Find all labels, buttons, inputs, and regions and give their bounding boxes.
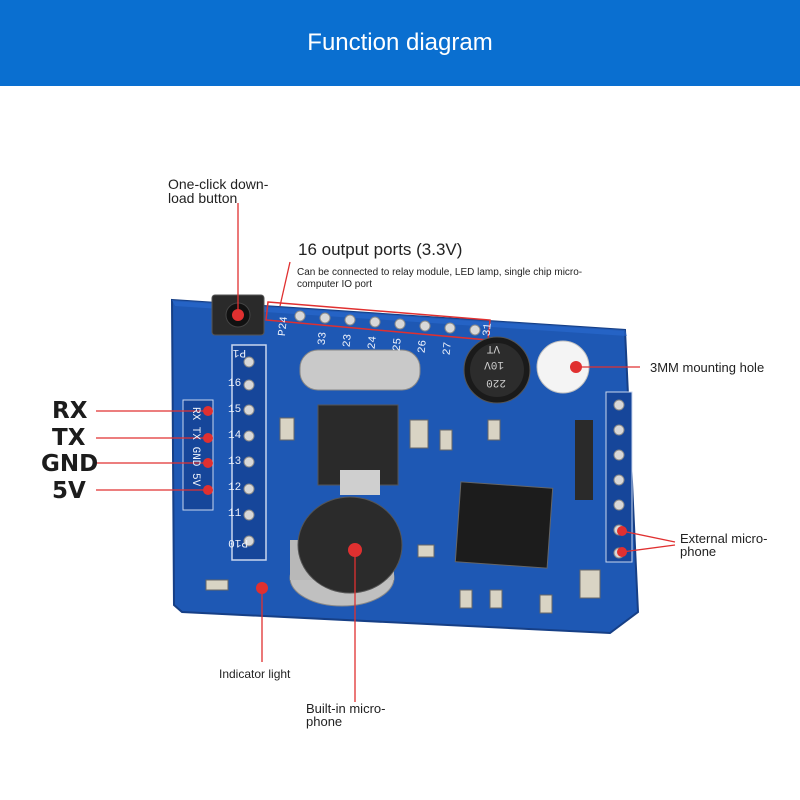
silk-p1: P1	[232, 346, 246, 358]
external-mic-marker-1	[617, 526, 627, 536]
builtin-mic-marker	[348, 543, 362, 557]
gnd-marker	[203, 458, 213, 468]
silk-header-16: 16	[228, 378, 241, 390]
crystal	[299, 349, 421, 391]
output-ports-title: 16 output ports (3.3V)	[298, 240, 463, 259]
external-mic-label-line1: External micro-	[680, 531, 768, 546]
mounting-hole-marker	[570, 361, 582, 373]
silk-header-12: 12	[228, 482, 241, 494]
cap-220: 220	[486, 376, 506, 388]
external-mic-label-line2: phone	[680, 544, 717, 559]
builtin-mic-label: Built-in micro- phone	[306, 702, 385, 728]
external-mic-marker-2	[617, 547, 627, 557]
silk-serial: RX TX GND 5V	[189, 407, 201, 487]
output-ports-desc: Can be connected to relay module, LED la…	[297, 267, 582, 291]
rx-marker	[203, 406, 213, 416]
silk-p10: P10	[228, 536, 248, 548]
silk-top-25: 25	[391, 338, 404, 352]
download-button-label-line2: load button	[168, 190, 238, 206]
tx-marker	[203, 433, 213, 443]
silk-header-11: 11	[228, 508, 242, 520]
external-mic-label: External micro- phone	[680, 532, 767, 558]
pin-label-gnd: GND	[41, 451, 99, 477]
5v-marker	[203, 485, 213, 495]
silk-top-24: 24	[366, 335, 379, 350]
pin-label-5v: 5V	[52, 478, 86, 504]
download-button-label: One-click down- load button	[168, 177, 268, 205]
download-button-label-line1: One-click down-	[168, 176, 269, 192]
download-button-marker	[232, 309, 244, 321]
silk-top-31: 31	[481, 322, 494, 337]
pin-header-left	[231, 344, 267, 561]
builtin-mic-label-line2: phone	[306, 714, 343, 729]
silk-header-15: 15	[228, 404, 241, 416]
silk-header-14: 14	[228, 430, 242, 442]
indicator-marker	[256, 582, 268, 594]
output-ports-desc-line2: computer IO port	[297, 279, 373, 290]
mounting-hole-label: 3MM mounting hole	[650, 360, 765, 375]
silk-top-23: 23	[341, 334, 354, 348]
silk-p24: P24	[277, 315, 291, 336]
silk-top-33: 33	[316, 332, 329, 346]
silk-top-27: 27	[441, 342, 454, 356]
silk-header-13: 13	[228, 456, 241, 468]
silk-top-26: 26	[416, 340, 429, 354]
pin-label-rx: RX	[52, 398, 88, 424]
cap-vt: VT	[486, 342, 500, 354]
page-title: Function diagram	[307, 29, 493, 56]
pin-label-tx: TX	[52, 425, 86, 451]
indicator-label: Indicator light	[219, 667, 291, 681]
cap-10v: 10V	[484, 358, 504, 370]
output-ports-desc-line1: Can be connected to relay module, LED la…	[297, 267, 583, 278]
main-chip	[454, 481, 554, 569]
title-bar: Function diagram	[0, 0, 800, 86]
builtin-mic-label-line1: Built-in micro-	[306, 701, 386, 716]
